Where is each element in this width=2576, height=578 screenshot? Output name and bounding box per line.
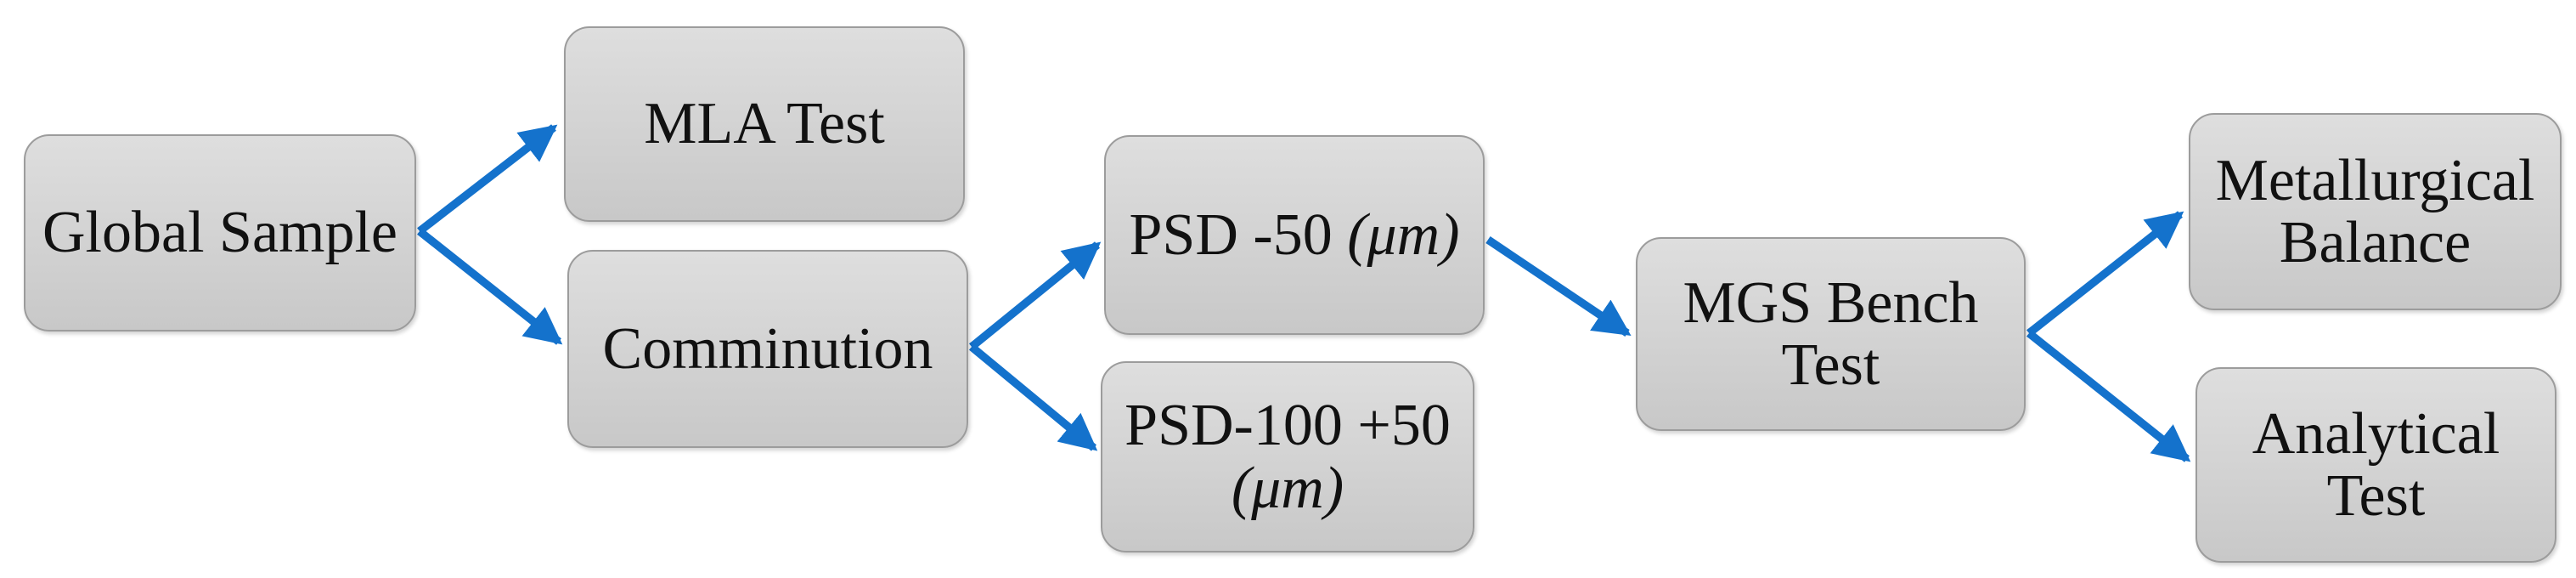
psd-50-text: PSD -50 <box>1129 201 1348 268</box>
node-psd-100: PSD-100 +50 (μm) <box>1101 361 1474 552</box>
node-mla-test: MLA Test <box>564 26 965 222</box>
flow-arrow-comminution-to-psd-50 <box>969 241 1102 350</box>
node-global-sample: Global Sample <box>24 134 416 332</box>
node-psd-100-label-line1: PSD-100 +50 <box>1125 393 1451 458</box>
node-metallurgical-balance-label-line1: Metallurgical <box>2215 147 2535 213</box>
node-psd-50-label: PSD -50 (μm) <box>1129 204 1459 267</box>
flow-arrow-mgs-bench-test-to-analytical-test <box>2026 330 2191 462</box>
node-analytical-test-label-line1: Analytical <box>2252 400 2500 467</box>
node-comminution: Comminution <box>567 250 968 448</box>
node-mgs-bench-test: MGS Bench Test <box>1636 237 2026 431</box>
flow-arrow-psd-50-to-mgs-bench-test <box>1485 236 1632 337</box>
node-comminution-label: Comminution <box>602 315 933 382</box>
flow-arrow-global-sample-to-mla-test <box>417 124 558 235</box>
flow-arrow-global-sample-to-comminution <box>417 228 563 345</box>
node-analytical-test-label-line2: Test <box>2326 463 2426 529</box>
node-mla-test-label: MLA Test <box>644 91 885 157</box>
node-psd-100-label-line2: (μm) <box>1231 455 1344 521</box>
flow-arrow-mgs-bench-test-to-metallurgical-balance <box>2026 211 2184 337</box>
node-global-sample-label: Global Sample <box>42 200 397 266</box>
node-mgs-bench-test-label-line2: Test <box>1781 332 1880 398</box>
flow-arrow-comminution-to-psd-100 <box>968 343 1098 451</box>
node-analytical-test: Analytical Test <box>2196 367 2556 563</box>
node-mgs-bench-test-label-line1: MGS Bench <box>1683 269 1979 336</box>
psd-50-unit: (μm) <box>1347 201 1460 268</box>
node-metallurgical-balance: Metallurgical Balance <box>2189 113 2562 310</box>
node-psd-50: PSD -50 (μm) <box>1104 135 1485 335</box>
node-metallurgical-balance-label-line2: Balance <box>2279 210 2472 275</box>
